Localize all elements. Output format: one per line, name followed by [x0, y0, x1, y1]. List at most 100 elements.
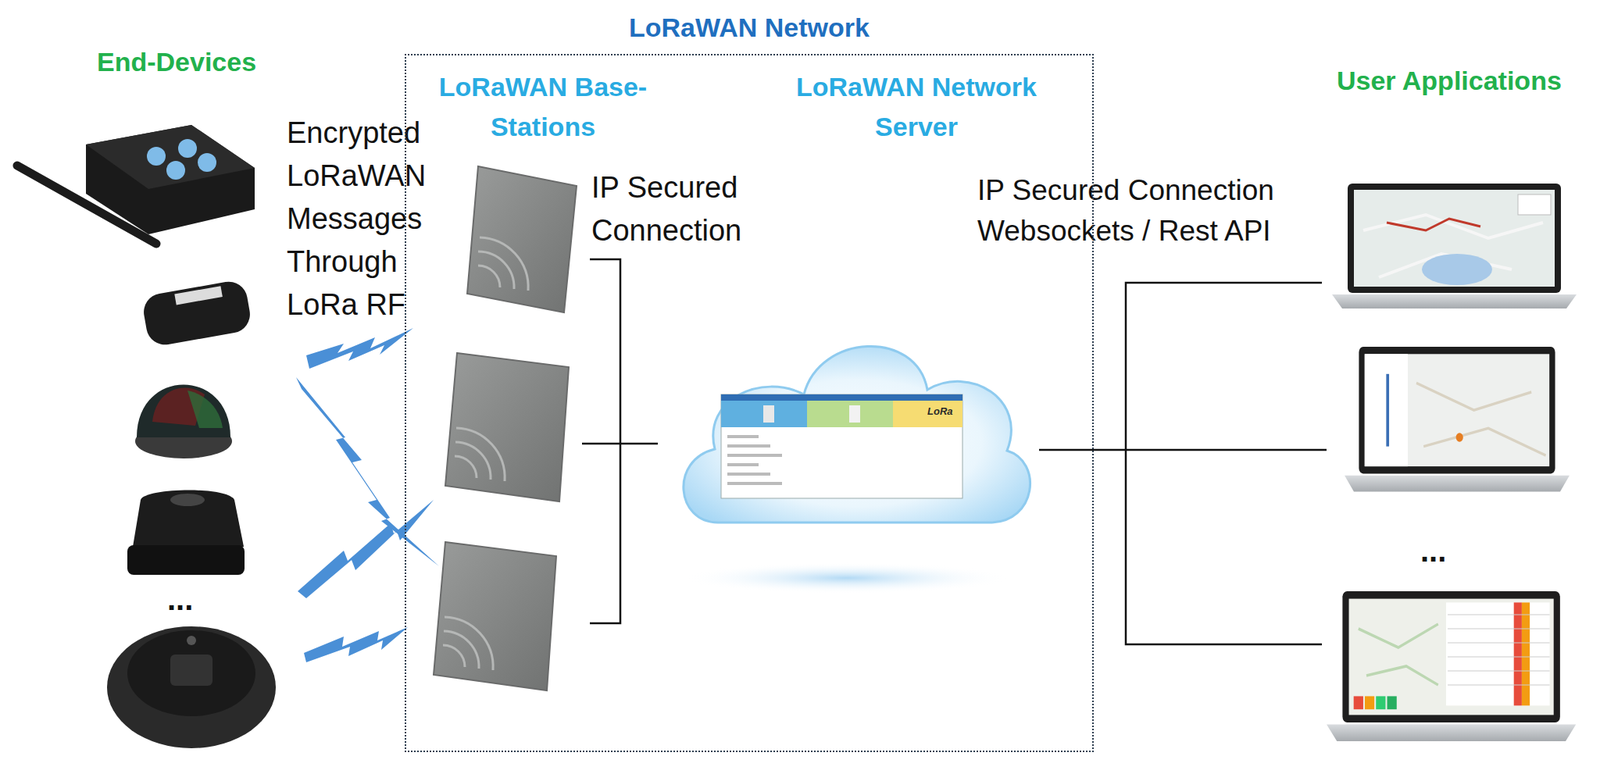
ellipsis: ... — [167, 579, 193, 619]
cloud-outline — [683, 346, 1031, 523]
base-station-panel — [478, 265, 500, 288]
server-screenshot — [807, 400, 893, 428]
base-station-panel — [456, 428, 505, 482]
laptop — [1326, 591, 1576, 742]
base-station-panel — [445, 353, 569, 502]
laptop — [1342, 591, 1560, 723]
ellipsis: ... — [1420, 531, 1447, 571]
laptop — [1387, 696, 1397, 710]
laptop — [1517, 194, 1551, 215]
gateway-device — [178, 139, 197, 158]
server-screenshot — [727, 435, 759, 439]
rf-link-bolt — [296, 377, 440, 567]
server-screenshot — [727, 463, 759, 467]
tracker-device — [140, 278, 253, 348]
dome-sensor — [135, 385, 233, 460]
network-server-cloud: LoRa — [669, 317, 1033, 548]
base-station-panel — [445, 353, 569, 502]
link-note: IP Secured Connection Websockets / Rest … — [977, 170, 1322, 252]
base-station-panel — [467, 166, 577, 313]
dome-sensor — [187, 390, 223, 429]
laptop — [1358, 624, 1439, 686]
base-station-panel — [444, 617, 493, 671]
laptop — [1364, 353, 1550, 467]
laptop — [1353, 189, 1555, 287]
server-screenshot — [727, 453, 783, 458]
server-screenshot — [727, 444, 771, 448]
laptop — [1421, 253, 1493, 286]
laptop — [1386, 218, 1481, 231]
server-screenshot — [763, 405, 775, 423]
base-station-panel — [443, 631, 479, 669]
gateway-device — [166, 160, 186, 180]
server-screenshot — [727, 472, 771, 476]
server-screenshot — [721, 394, 963, 499]
laptop — [1447, 614, 1550, 686]
gateway-device — [197, 153, 217, 172]
laptop — [1344, 346, 1570, 493]
dome-sensor — [136, 385, 231, 439]
connection-bracket — [1039, 282, 1327, 645]
server-screenshot — [849, 405, 861, 423]
laptop — [1326, 724, 1576, 742]
column-heading: LoRaWAN Network Server — [767, 67, 1065, 147]
base-station-panel — [478, 251, 515, 290]
laptop — [1347, 183, 1561, 293]
laptop — [1332, 183, 1577, 309]
laptop — [1358, 346, 1555, 474]
logo-text: LoRa — [927, 405, 954, 418]
base-station-panel — [467, 166, 577, 313]
laptop — [1514, 602, 1522, 706]
laptop — [1332, 294, 1577, 309]
connection-bracket — [582, 442, 658, 446]
base-station-panel — [479, 237, 529, 291]
rf-link-bolt — [297, 500, 434, 599]
gateway-device — [85, 125, 255, 235]
sensor-enclosure — [132, 490, 244, 547]
tracker-device — [174, 285, 223, 305]
cloud-shape — [669, 317, 1033, 548]
server-screenshot — [721, 400, 808, 428]
cloud-shadow — [682, 562, 1011, 594]
base-station-panel — [442, 645, 465, 668]
laptop — [1364, 353, 1408, 467]
server-screenshot — [727, 482, 783, 486]
column-heading: LoRaWAN Base-Stations — [417, 67, 668, 147]
rf-link-bolt — [306, 328, 414, 369]
link-note: IP Secured Connection — [591, 166, 772, 253]
server-screenshot — [721, 394, 963, 401]
base-station-panel — [433, 542, 557, 691]
gateway-device — [17, 125, 255, 244]
column-heading: End-Devices — [96, 45, 257, 79]
gateway-device — [146, 146, 166, 166]
parking-sensor — [170, 654, 213, 686]
laptop — [1446, 602, 1550, 706]
laptop — [1521, 602, 1530, 706]
rf-link-bolt — [296, 328, 440, 663]
tracker-device — [140, 278, 253, 348]
parking-sensor — [186, 635, 197, 646]
column-heading: User Applications — [1336, 64, 1562, 98]
connection-bracket — [1125, 282, 1322, 645]
sensor-enclosure — [170, 493, 205, 507]
base-station-panel — [454, 456, 477, 479]
laptop — [1375, 696, 1386, 710]
laptop — [1364, 696, 1375, 710]
connection-bracket — [1039, 449, 1327, 452]
connection-bracket — [582, 259, 658, 624]
parking-sensor — [107, 626, 276, 749]
sensor-enclosure — [127, 490, 245, 575]
rf-link-bolt — [303, 627, 408, 663]
group-heading: LoRaWAN Network — [406, 11, 1093, 43]
server-screenshot — [892, 400, 963, 428]
laptop — [1344, 475, 1570, 493]
connection-bracket — [589, 259, 621, 624]
gateway-device — [85, 125, 255, 190]
base-station-panel — [455, 442, 491, 480]
network-boundary: LoRaWAN NetworkLoRa — [404, 53, 1094, 753]
laptop — [1456, 432, 1464, 443]
laptop — [1385, 374, 1390, 447]
base-station-panel — [433, 542, 557, 691]
